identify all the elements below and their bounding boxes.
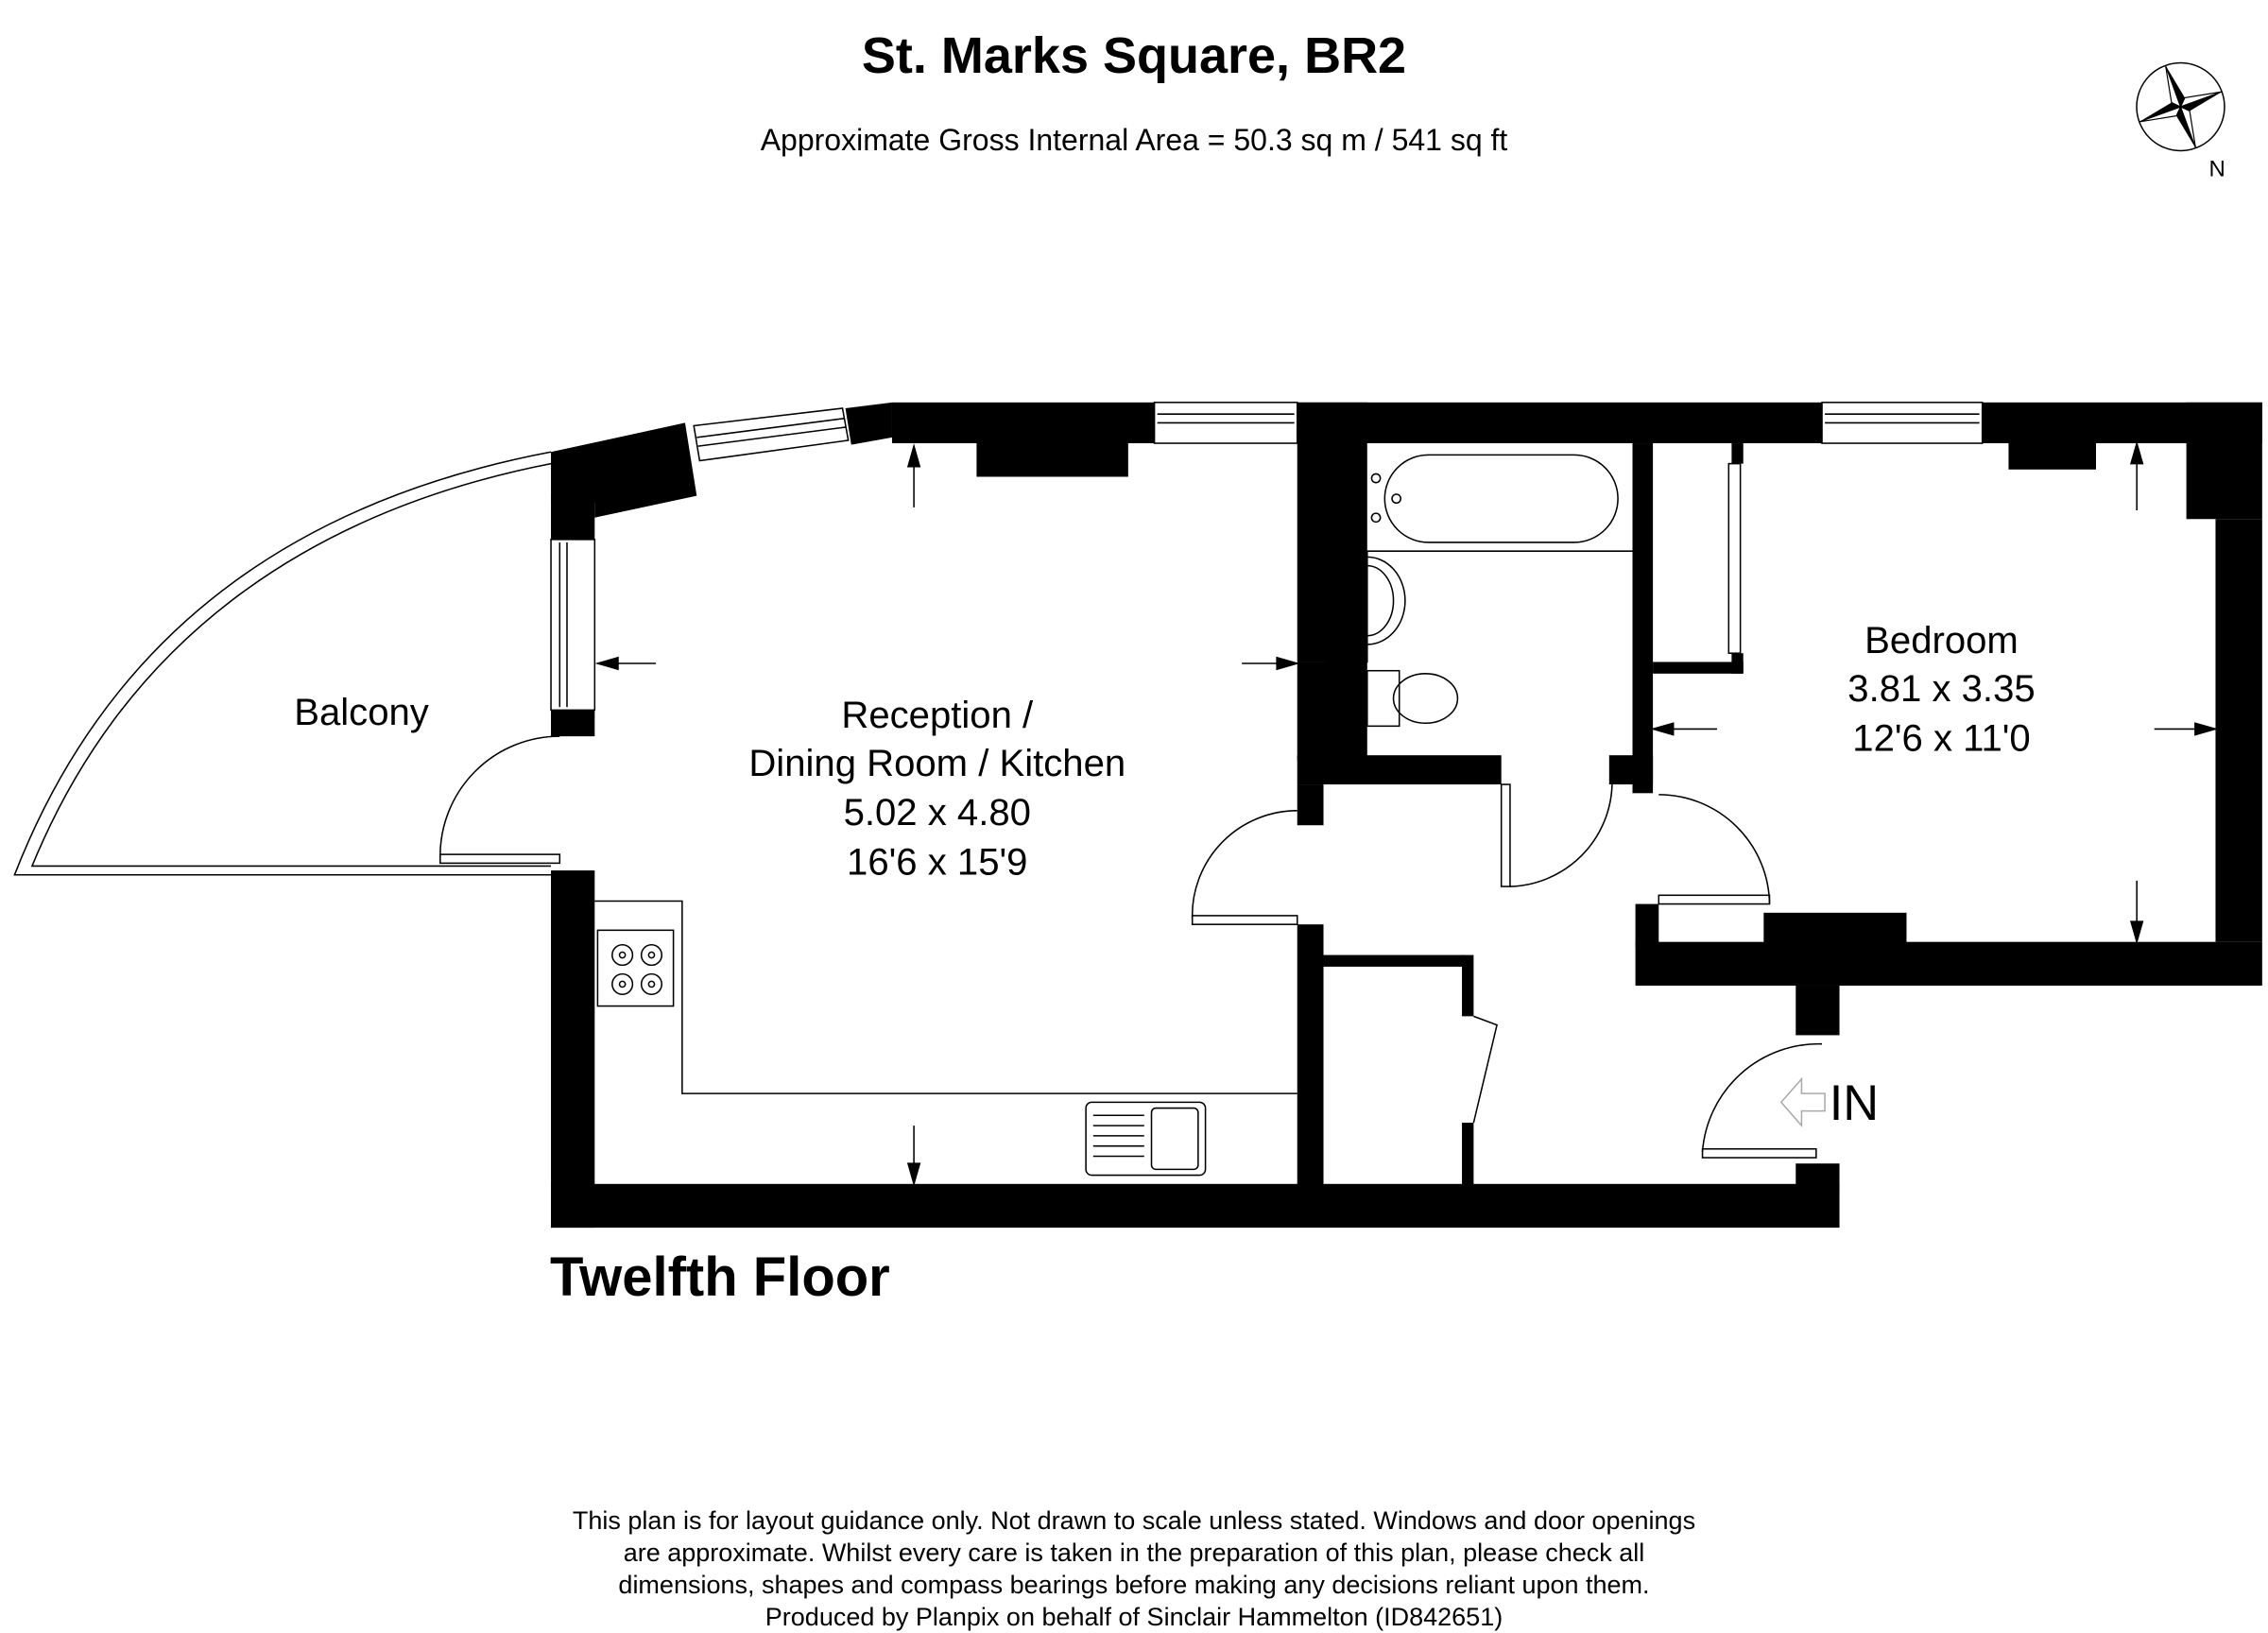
disclaimer-line: Produced by Planpix on behalf of Sinclai… bbox=[765, 1603, 1503, 1631]
doors bbox=[439, 735, 1823, 1159]
disclaimer: This plan is for layout guidance only. N… bbox=[0, 1504, 2268, 1633]
disclaimer-line: dimensions, shapes and compass bearings … bbox=[618, 1571, 1650, 1599]
reception-imperial: 16'6 x 15'9 bbox=[847, 842, 1027, 884]
sink-icon bbox=[1085, 1101, 1207, 1177]
dimension-arrows bbox=[594, 440, 2219, 1187]
plan-title: St. Marks Square, BR2 bbox=[861, 27, 1407, 84]
hob-icon bbox=[596, 929, 675, 1007]
balcony-label: Balcony bbox=[294, 692, 429, 733]
compass-rose-icon: N bbox=[2136, 61, 2225, 180]
walls bbox=[551, 402, 2262, 1229]
bedroom-name: Bedroom bbox=[1864, 620, 2019, 662]
windows bbox=[550, 402, 1984, 712]
reception-metric: 5.02 x 4.80 bbox=[844, 792, 1031, 834]
floor-label: Twelfth Floor bbox=[550, 1246, 890, 1308]
reception-name-line1: Reception / bbox=[841, 695, 1034, 736]
bathroom-fixtures bbox=[1325, 454, 1742, 728]
disclaimer-line: are approximate. Whilst every care is ta… bbox=[623, 1538, 1645, 1567]
entrance-arrow-icon bbox=[1779, 1076, 1826, 1128]
entrance-label: IN bbox=[1830, 1076, 1879, 1131]
bedroom-metric: 3.81 x 3.35 bbox=[1847, 668, 2035, 710]
basin-icon bbox=[1328, 556, 1406, 645]
toilet-icon bbox=[1366, 669, 1400, 728]
kitchen-worktop bbox=[594, 900, 1297, 1177]
bedroom-imperial: 12'6 x 11'0 bbox=[1852, 718, 2030, 760]
gross-internal-area: Approximate Gross Internal Area = 50.3 s… bbox=[760, 123, 1508, 157]
disclaimer-line: This plan is for layout guidance only. N… bbox=[572, 1506, 1696, 1535]
north-label: N bbox=[2209, 157, 2225, 180]
balcony-outline bbox=[13, 451, 552, 876]
reception-name-line2: Dining Room / Kitchen bbox=[748, 743, 1125, 784]
bath-icon bbox=[1383, 454, 1619, 543]
